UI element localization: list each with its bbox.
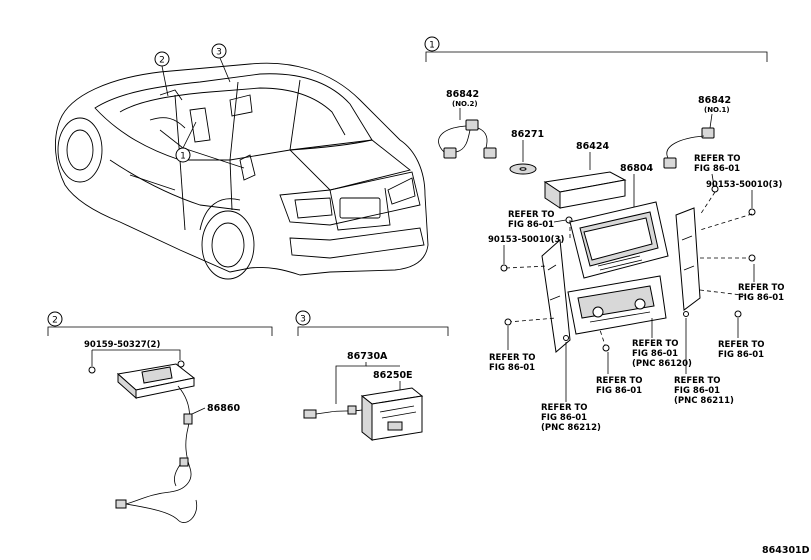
section-3-bracket: 3 <box>295 310 449 336</box>
callout-3-car: 3 <box>211 43 227 59</box>
refer-note-pnc-86211: REFER TO FIG 86-01 (PNC 86211) <box>674 318 734 406</box>
svg-text:REFER TO: REFER TO <box>674 376 721 386</box>
svg-text:REFER TO: REFER TO <box>541 403 588 413</box>
car-illustration <box>55 57 429 280</box>
svg-text:1: 1 <box>180 152 186 162</box>
disc-86271: 86271 <box>509 129 544 175</box>
section-2-bracket: 2 <box>47 311 273 336</box>
svg-text:90153-50010(3): 90153-50010(3) <box>488 235 564 245</box>
refer-note-left-upper: REFER TO FIG 86-01 <box>508 210 573 230</box>
section-1-bracket: 1 <box>424 36 768 62</box>
svg-text:REFER TO: REFER TO <box>632 339 679 349</box>
label-86804: 86804 <box>620 163 653 210</box>
svg-text:2: 2 <box>52 316 58 326</box>
svg-text:(PNC 86120): (PNC 86120) <box>632 359 692 369</box>
callout-2-car: 2 <box>154 51 170 67</box>
figure-id: 864301D <box>762 545 810 556</box>
cable-86842-no1: 86842 (NO.1) <box>663 95 731 169</box>
svg-text:86804: 86804 <box>620 163 653 174</box>
svg-text:REFER TO: REFER TO <box>694 154 741 164</box>
svg-text:3: 3 <box>300 315 306 325</box>
screw-note-left: 90153-50010(3) <box>488 235 564 272</box>
svg-text:86842: 86842 <box>698 95 731 106</box>
refer-note-top-right: REFER TO FIG 86-01 <box>694 154 741 193</box>
antenna-86860: 86860 <box>115 363 240 523</box>
svg-text:REFER TO: REFER TO <box>738 283 785 293</box>
head-unit-assembly <box>504 191 756 353</box>
usb-86730A: 86730A 86250E <box>303 351 424 442</box>
svg-text:FIG 86-01: FIG 86-01 <box>694 164 740 174</box>
svg-text:90153-50010(3): 90153-50010(3) <box>706 180 782 190</box>
svg-text:REFER TO: REFER TO <box>718 340 765 350</box>
svg-text:FIG 86-01: FIG 86-01 <box>738 293 784 303</box>
svg-text:FIG 86-01: FIG 86-01 <box>632 349 678 359</box>
svg-text:FIG 86-01: FIG 86-01 <box>508 220 554 230</box>
svg-text:86730A: 86730A <box>347 351 388 362</box>
svg-text:REFER TO: REFER TO <box>489 353 536 363</box>
refer-note-left-lower: REFER TO FIG 86-01 <box>489 326 536 373</box>
svg-text:86250E: 86250E <box>373 370 413 381</box>
svg-text:3: 3 <box>216 48 222 58</box>
refer-note-pnc-86212: REFER TO FIG 86-01 (PNC 86212) <box>541 342 601 433</box>
svg-text:FIG 86-01: FIG 86-01 <box>596 386 642 396</box>
refer-note-right-mid: REFER TO FIG 86-01 <box>738 264 785 303</box>
svg-text:(NO.2): (NO.2) <box>452 100 478 108</box>
svg-text:90159-50327(2): 90159-50327(2) <box>84 340 160 350</box>
svg-text:(NO.1): (NO.1) <box>704 106 730 114</box>
svg-text:86271: 86271 <box>511 129 544 140</box>
cable-86842-no2: 86842 (NO.2) <box>438 89 497 159</box>
svg-text:REFER TO: REFER TO <box>596 376 643 386</box>
svg-text:FIG 86-01: FIG 86-01 <box>718 350 764 360</box>
screw-note-right: 90153-50010(3) <box>706 180 782 216</box>
refer-note-bottom-center: REFER TO FIG 86-01 <box>596 352 643 396</box>
svg-text:REFER TO: REFER TO <box>508 210 555 220</box>
callout-1-car: 1 <box>175 147 191 163</box>
svg-text:(PNC 86212): (PNC 86212) <box>541 423 601 433</box>
refer-note-right-lower: REFER TO FIG 86-01 <box>718 318 765 360</box>
svg-text:86842: 86842 <box>446 89 479 100</box>
svg-text:FIG 86-01: FIG 86-01 <box>541 413 587 423</box>
screw-note-section-2: 90159-50327(2) <box>84 340 185 374</box>
svg-text:FIG 86-01: FIG 86-01 <box>674 386 720 396</box>
svg-text:1: 1 <box>429 41 435 51</box>
svg-text:2: 2 <box>159 56 165 66</box>
refer-note-pnc-86120: REFER TO FIG 86-01 (PNC 86120) <box>632 318 692 369</box>
svg-text:86424: 86424 <box>576 141 609 152</box>
svg-text:FIG 86-01: FIG 86-01 <box>489 363 535 373</box>
svg-text:(PNC 86211): (PNC 86211) <box>674 396 734 406</box>
svg-text:86860: 86860 <box>207 403 240 414</box>
module-86424: 86424 <box>543 141 627 209</box>
